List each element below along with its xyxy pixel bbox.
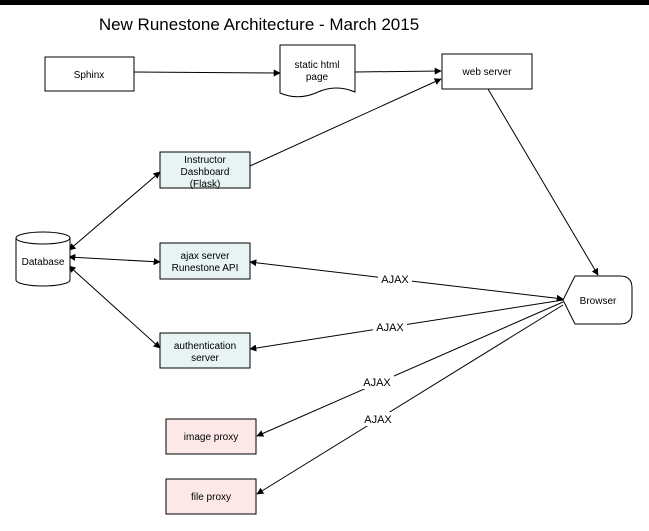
ajax-label-authentication: AJAX: [376, 322, 404, 334]
file-proxy-label: file proxy: [191, 492, 231, 503]
database-node: Database: [15, 231, 71, 287]
ajax-label-file-proxy: AJAX: [364, 414, 392, 426]
diagram-title: New Runestone Architecture - March 2015: [99, 15, 419, 34]
instructor-dashboard-node: Instructor Dashboard (Flask): [159, 151, 251, 190]
ajax-server-label-line1: ajax server: [181, 251, 231, 262]
sphinx-node: Sphinx: [44, 56, 135, 92]
edge-browser-file-proxy: [256, 304, 564, 495]
edge-database-ajax-server: [68, 253, 161, 266]
ajax-label-bg-2: [373, 320, 407, 334]
dashboard-label-line2: Dashboard: [181, 167, 230, 178]
ajax-server-label-line2: Runestone API: [172, 263, 239, 274]
ajax-label-bg-1: [378, 272, 412, 286]
authentication-label-line2: server: [191, 353, 219, 364]
edge-static-html-to-web-server: [354, 67, 442, 75]
ajax-label-bg-3: [360, 375, 394, 389]
authentication-server-node: authentication server: [159, 332, 251, 369]
static-html-page-node: static html page: [279, 44, 356, 98]
web-server-node: web server: [441, 53, 533, 90]
dashboard-label-line1: Instructor: [184, 155, 226, 166]
ajax-server-node: ajax server Runestone API: [159, 242, 251, 280]
image-proxy-node: image proxy: [165, 418, 257, 455]
static-html-label-line2: page: [306, 72, 329, 83]
static-html-label-line1: static html: [294, 60, 339, 71]
dashboard-label-line3: (Flask): [190, 179, 221, 190]
ajax-label-ajax-server: AJAX: [381, 274, 409, 286]
browser-node: Browser: [562, 275, 633, 325]
file-proxy-node: file proxy: [165, 478, 257, 515]
edge-database-dashboard: [68, 171, 161, 251]
edge-database-authentication: [68, 265, 161, 349]
edge-dashboard-to-web-server: [249, 78, 442, 167]
top-bar: [0, 0, 649, 5]
authentication-label-line1: authentication: [174, 341, 236, 352]
edge-sphinx-to-static-html: [133, 69, 281, 77]
ajax-label-image-proxy: AJAX: [363, 377, 391, 389]
sphinx-label: Sphinx: [74, 70, 105, 81]
web-server-label: web server: [462, 67, 513, 78]
image-proxy-label: image proxy: [184, 432, 238, 443]
edge-browser-image-proxy: [256, 301, 564, 437]
database-label: Database: [22, 257, 65, 268]
browser-label: Browser: [580, 296, 617, 307]
ajax-label-bg-4: [361, 412, 395, 426]
edge-web-server-to-browser: [487, 88, 599, 276]
